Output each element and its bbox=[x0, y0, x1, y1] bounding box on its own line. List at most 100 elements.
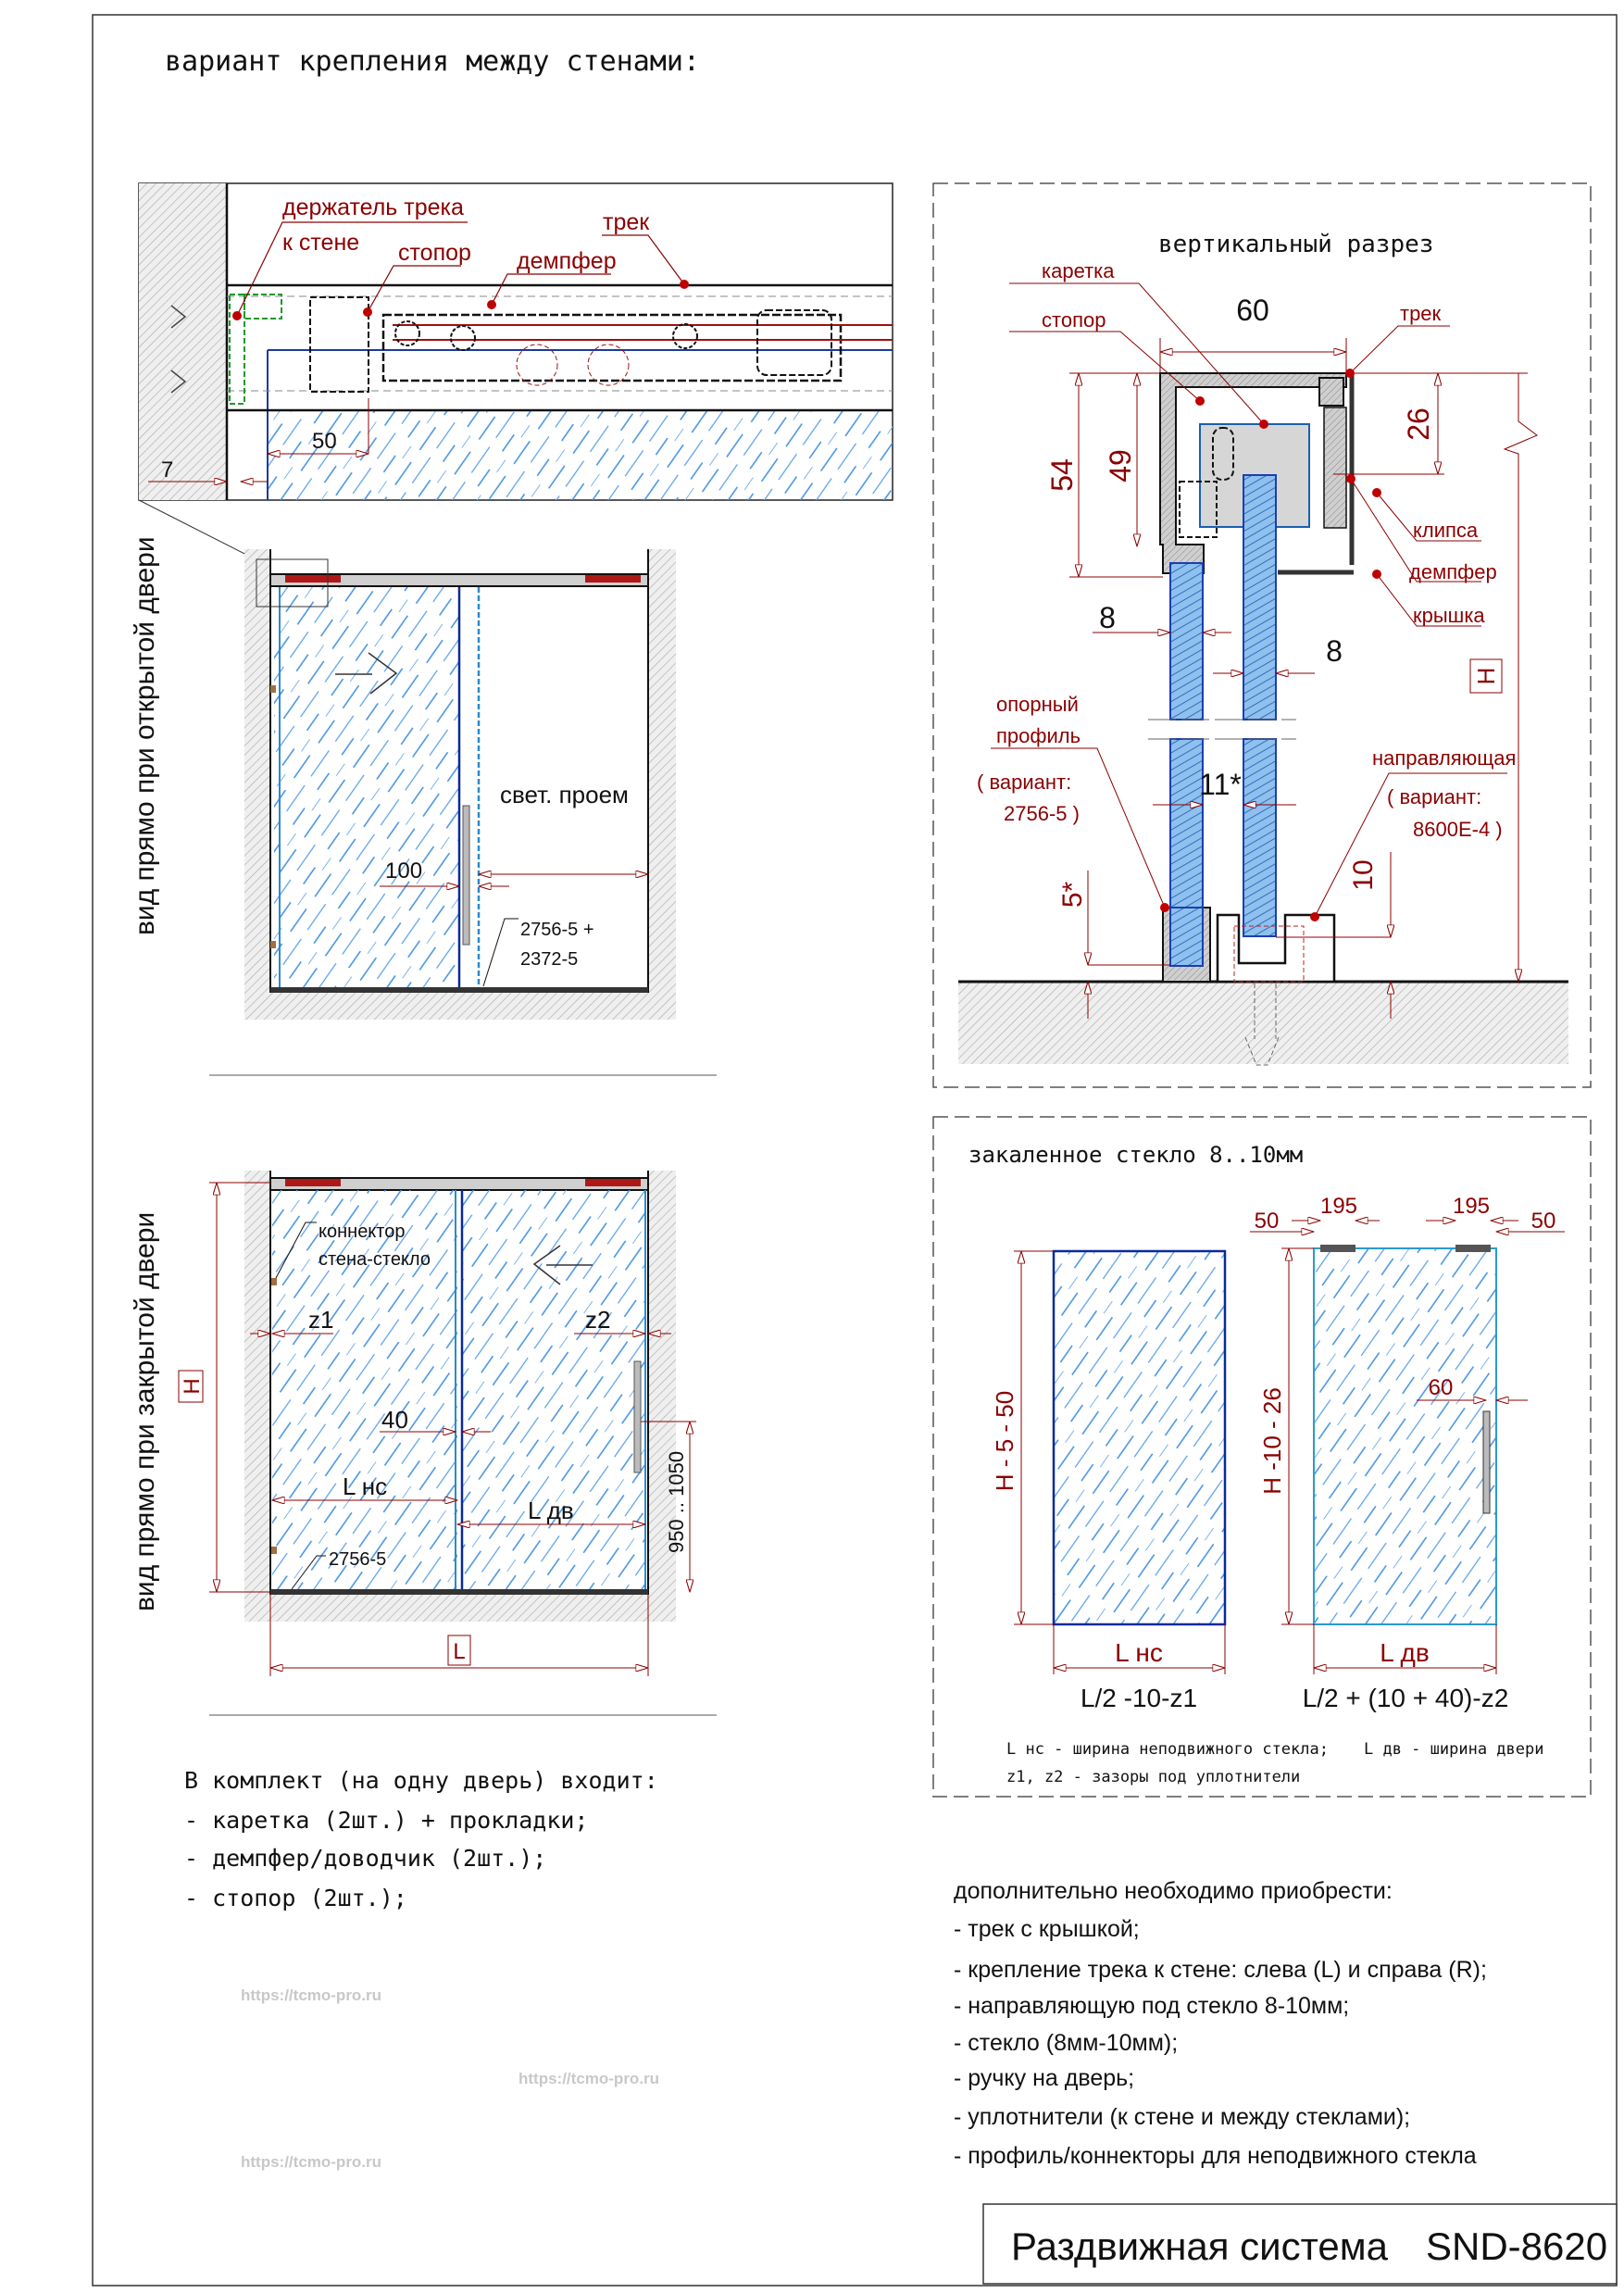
track-bar bbox=[269, 573, 649, 587]
label-cover: крышка bbox=[1413, 604, 1485, 627]
fixed-width-formula: L/2 -10-z1 bbox=[1081, 1684, 1197, 1712]
door-handle bbox=[462, 805, 470, 946]
open-view-caption: вид прямо при открытой двери bbox=[130, 536, 160, 935]
floor-hatch bbox=[958, 982, 1568, 1064]
track-profile bbox=[1159, 372, 1347, 574]
dim-handle-60: 60 bbox=[1429, 1375, 1454, 1400]
extra-item: - уплотнители (к стене и между стеклами)… bbox=[954, 2104, 1410, 2130]
dim-z1: z1 bbox=[308, 1306, 333, 1334]
watermark-text: https://tcmo-pro.ru bbox=[241, 2153, 381, 2171]
extra-item: - направляющую под стекло 8-10мм; bbox=[954, 1993, 1349, 2019]
door-handle bbox=[633, 1360, 642, 1473]
dim-50-right: 50 bbox=[1531, 1209, 1556, 1234]
fixed-glass-panel bbox=[1052, 1249, 1227, 1626]
dim-glass-8-right: 8 bbox=[1326, 634, 1343, 668]
label-clear-opening: свет. проем bbox=[500, 781, 629, 808]
slide-direction-arrow bbox=[532, 1245, 593, 1285]
title-block bbox=[982, 2203, 1618, 2285]
stopper-block bbox=[309, 296, 369, 393]
label-support-3: ( вариант: bbox=[977, 771, 1071, 794]
vertical-section bbox=[958, 282, 1568, 1066]
extra-title: дополнительно необходимо приобрести: bbox=[954, 1878, 1393, 1904]
open-door-view bbox=[244, 549, 676, 1020]
watermark-layer: https://tcmo-pro.ru https://tcmo-pro.ru … bbox=[241, 1986, 659, 2171]
dim-offset-50: 50 bbox=[312, 429, 337, 454]
glass-title: закаленное стекло 8..10мм bbox=[968, 1142, 1303, 1168]
label-carriage: каретка bbox=[1042, 259, 1115, 282]
extra-item: - профиль/коннекторы для неподвижного ст… bbox=[954, 2143, 1477, 2169]
extra-item: - ручку на дверь; bbox=[954, 2065, 1134, 2091]
section-title: вертикальный разрез bbox=[1158, 231, 1433, 258]
door-handle bbox=[1482, 1410, 1491, 1514]
dim-door-width: L дв bbox=[1380, 1638, 1430, 1667]
cover bbox=[1278, 375, 1355, 575]
dim-z2: z2 bbox=[585, 1306, 610, 1334]
dim-54: 54 bbox=[1045, 458, 1079, 492]
label-support-1: опорный bbox=[996, 693, 1079, 716]
glass-panels bbox=[1014, 1221, 1565, 1674]
closed-door-view bbox=[209, 1171, 696, 1676]
label-profile-2: 2372-5 bbox=[520, 949, 578, 970]
label-guide-1: направляющая bbox=[1372, 746, 1516, 770]
title-block-model: SND-8620 bbox=[1426, 2224, 1607, 2268]
label-damper: демпфер bbox=[517, 248, 617, 274]
section-frame bbox=[932, 182, 1592, 1088]
label-stopper: стопор bbox=[398, 240, 471, 266]
kit-item: - каретка (2шт.) + прокладки; bbox=[184, 1807, 589, 1834]
glass-frame bbox=[932, 1116, 1592, 1798]
dim-bottom-5: 5* bbox=[1057, 881, 1088, 908]
door-width-formula: L/2 + (10 + 40)-z2 bbox=[1303, 1684, 1509, 1712]
label-support-2: профиль bbox=[996, 724, 1081, 747]
dim-fixed-height: H - 5 - 50 bbox=[991, 1391, 1018, 1491]
label-profile: 2756-5 bbox=[329, 1549, 386, 1570]
title-block-name: Раздвижная система bbox=[1011, 2224, 1389, 2268]
label-clip: клипса bbox=[1413, 519, 1479, 542]
label-support-4: 2756-5 ) bbox=[1004, 802, 1080, 825]
door-glass-panel bbox=[1313, 1247, 1497, 1625]
extra-item: - трек с крышкой; bbox=[954, 1916, 1140, 1942]
note-gaps: z1, z2 - зазоры под уплотнители bbox=[1006, 1768, 1300, 1786]
dim-49: 49 bbox=[1104, 449, 1137, 482]
kit-item: - демпфер/доводчик (2шт.); bbox=[184, 1845, 546, 1872]
extra-item: - стекло (8мм-10мм); bbox=[954, 2030, 1178, 2056]
door-glass-section bbox=[1243, 738, 1277, 937]
dim-26: 26 bbox=[1402, 407, 1435, 441]
dim-gap-7: 7 bbox=[161, 457, 173, 482]
dim-handle-height: 950 .. 1050 bbox=[665, 1451, 688, 1553]
label-profile-1: 2756-5 + bbox=[520, 920, 594, 940]
dim-height-h: H bbox=[1472, 668, 1500, 685]
label-guide-2: ( вариант: bbox=[1387, 785, 1481, 808]
dim-gap-40: 40 bbox=[381, 1406, 408, 1434]
wall-hatch bbox=[139, 183, 227, 500]
note-door-width: L дв - ширина двери bbox=[1364, 1740, 1543, 1759]
dim-door-height: H -10 - 26 bbox=[1258, 1387, 1286, 1495]
label-stopper: стопор bbox=[1042, 308, 1106, 332]
watermark-text: https://tcmo-pro.ru bbox=[518, 2070, 659, 2087]
dim-195-left: 195 bbox=[1320, 1194, 1357, 1219]
detail-callout-line bbox=[138, 499, 260, 562]
label-track-holder-1: держатель трека bbox=[282, 194, 464, 220]
dim-50-left: 50 bbox=[1255, 1209, 1280, 1234]
dim-width-60: 60 bbox=[1236, 294, 1269, 327]
dim-length-l: L bbox=[453, 1639, 465, 1664]
kit-item: - стопор (2шт.); bbox=[184, 1885, 407, 1911]
dim-195-right: 195 bbox=[1453, 1194, 1490, 1219]
top-detail-plan bbox=[138, 182, 893, 501]
length-box bbox=[447, 1635, 471, 1666]
height-box bbox=[178, 1370, 204, 1403]
label-connector-2: стена-стекло bbox=[319, 1249, 431, 1270]
page-title: вариант крепления между стенами: bbox=[165, 45, 700, 78]
label-guide-3: 8600E-4 ) bbox=[1413, 818, 1503, 841]
dim-glass-8-left: 8 bbox=[1099, 601, 1116, 634]
dim-l-door: L дв bbox=[528, 1497, 574, 1524]
section-height-box bbox=[1469, 658, 1503, 694]
slide-direction-arrow bbox=[335, 652, 398, 695]
glass-hatch bbox=[268, 409, 893, 500]
door-glass bbox=[274, 587, 459, 989]
note-fixed-width: L нс - ширина неподвижного стекла; bbox=[1006, 1740, 1329, 1759]
watermark-text: https://tcmo-pro.ru bbox=[241, 1986, 381, 2004]
track-holder bbox=[229, 294, 245, 405]
label-track: трек bbox=[1400, 302, 1442, 325]
dim-overlap-100: 100 bbox=[385, 858, 422, 883]
